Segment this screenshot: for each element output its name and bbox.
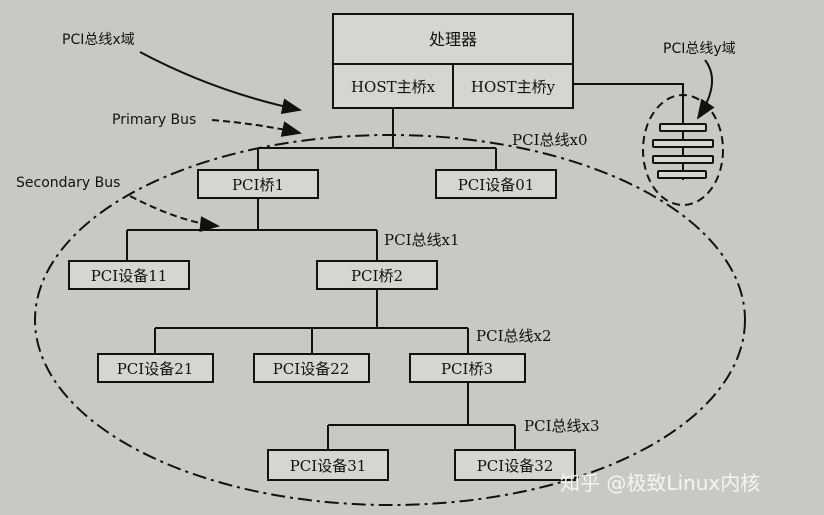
pci-device-01-label: PCI设备01 bbox=[458, 176, 535, 194]
secondary-bus-label: Secondary Bus bbox=[16, 175, 120, 191]
bus-x2-lines bbox=[154, 289, 469, 354]
host-y-to-domain-y-line bbox=[573, 83, 684, 95]
bus-x3-label: PCI总线x3 bbox=[524, 417, 600, 435]
domain-x-label: PCI总线x域 bbox=[62, 32, 135, 48]
watermark-text: 知乎 @极致Linux内核 bbox=[560, 471, 760, 495]
pci-device-01 bbox=[435, 169, 557, 199]
bus-x0-lines bbox=[257, 108, 497, 170]
domain-y-bus-icon bbox=[652, 95, 714, 180]
pci-device-32 bbox=[454, 449, 576, 481]
pci-bridge-3 bbox=[409, 353, 526, 383]
bus-x0-label: PCI总线x0 bbox=[512, 131, 588, 149]
primary-bus-arrow bbox=[211, 119, 302, 137]
pci-device-11-label: PCI设备11 bbox=[91, 267, 168, 285]
bus-x1-label: PCI总线x1 bbox=[384, 231, 460, 249]
bus-x2-label: PCI总线x2 bbox=[476, 327, 552, 345]
host-bridge-x-label: HOST主桥x bbox=[351, 78, 436, 96]
pci-device-22 bbox=[253, 353, 370, 383]
primary-bus-label: Primary Bus bbox=[112, 112, 196, 128]
pci-device-11 bbox=[68, 260, 190, 290]
bus-x3-lines bbox=[327, 382, 516, 450]
pci-bridge-2 bbox=[316, 260, 438, 290]
domain-y-label: PCI总线y域 bbox=[663, 41, 736, 57]
processor-label: 处理器 bbox=[429, 30, 477, 49]
secondary-bus-arrow bbox=[129, 195, 220, 233]
domain-x-arrow bbox=[139, 51, 302, 115]
bus-x1-lines bbox=[126, 198, 378, 261]
pci-bridge-1-label: PCI桥1 bbox=[232, 176, 284, 194]
pci-device-31 bbox=[267, 449, 389, 481]
domain-x-boundary bbox=[34, 134, 746, 506]
domain-y-arrow bbox=[696, 59, 715, 120]
pci-device-32-label: PCI设备32 bbox=[477, 457, 554, 475]
pci-device-21 bbox=[97, 353, 214, 383]
pci-device-22-label: PCI设备22 bbox=[273, 360, 350, 378]
processor-block: 处理器 HOST主桥x HOST主桥y bbox=[332, 13, 574, 109]
host-bridge-y-label: HOST主桥y bbox=[471, 78, 556, 96]
pci-bridge-2-label: PCI桥2 bbox=[351, 267, 403, 285]
pci-device-31-label: PCI设备31 bbox=[290, 457, 367, 475]
pci-device-21-label: PCI设备21 bbox=[117, 360, 194, 378]
pci-bridge-1 bbox=[197, 169, 319, 199]
pci-bridge-3-label: PCI桥3 bbox=[441, 360, 493, 378]
